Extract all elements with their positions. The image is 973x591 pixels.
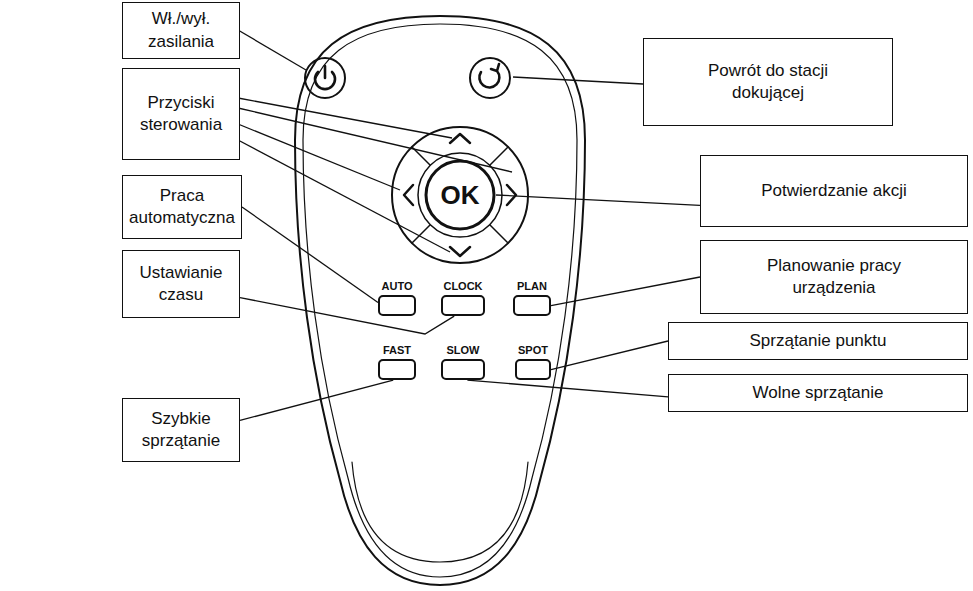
callout-text: Przyciski sterowania	[128, 92, 234, 136]
dpad-separators	[412, 147, 508, 243]
button-shape	[441, 295, 485, 316]
callout-box: Sprzątanie punktu	[668, 322, 968, 360]
power-button	[305, 58, 345, 98]
remote-button: SPOT	[515, 344, 551, 380]
leader-line	[242, 207, 378, 302]
leader-line	[240, 298, 454, 334]
callout-box: Szybkie sprzątanie	[122, 398, 240, 462]
callout-box: Praca automatyczna	[122, 175, 242, 239]
leader-line	[551, 341, 668, 370]
button-text: OK	[441, 180, 480, 211]
leader-line	[513, 77, 643, 84]
button-label: SLOW	[447, 344, 480, 356]
remote-body-inner	[303, 24, 577, 577]
dock-icon	[479, 64, 499, 87]
ok-button: OK	[424, 159, 496, 231]
callout-box: Wł./wył. zasilania	[122, 2, 240, 59]
button-label: AUTO	[382, 280, 413, 292]
callout-text: Praca automatyczna	[128, 185, 236, 229]
button-shape	[513, 295, 551, 316]
remote-button: PLAN	[513, 280, 551, 316]
power-icon	[315, 66, 335, 89]
button-label: SPOT	[518, 344, 548, 356]
leader-line	[551, 277, 700, 306]
callout-box: Wolne sprzątanie	[668, 374, 968, 412]
remote-body	[295, 16, 585, 585]
remote-button: AUTO	[378, 280, 416, 316]
remote-button: SLOW	[441, 344, 485, 380]
callout-text: Potwierdzanie akcji	[761, 180, 907, 202]
button-shape	[515, 359, 551, 380]
callout-text: Powrót do stacji dokującej	[686, 60, 851, 104]
leader-line	[240, 380, 393, 420]
callout-text: Wolne sprzątanie	[752, 382, 883, 404]
callout-box: Planowanie pracy urządzenia	[700, 240, 968, 314]
callout-text: Szybkie sprzątanie	[128, 408, 234, 452]
button-label: CLOCK	[443, 280, 482, 292]
arrow-up	[450, 134, 470, 143]
leader-line	[238, 98, 452, 138]
leader-line	[238, 30, 306, 70]
button-shape	[378, 295, 416, 316]
arrow-left	[404, 185, 413, 205]
button-label: PLAN	[517, 280, 547, 292]
button-shape	[441, 359, 485, 380]
callout-box: Potwierdzanie akcji	[700, 155, 968, 227]
callout-text: Wł./wył. zasilania	[128, 8, 234, 52]
leader-line	[238, 124, 400, 190]
button-shape	[378, 359, 416, 380]
dock-button	[470, 58, 510, 98]
callout-text: Planowanie pracy urządzenia	[749, 255, 919, 299]
callout-box: Przyciski sterowania	[122, 68, 240, 160]
remote-grip-line	[352, 462, 528, 562]
leader-line	[496, 195, 700, 205]
dpad-inner-ring	[418, 153, 502, 237]
remote-button: FAST	[378, 344, 416, 380]
callout-box: Ustawianie czasu	[122, 250, 240, 318]
callout-box: Powrót do stacji dokującej	[643, 38, 893, 126]
leader-line	[238, 140, 450, 252]
button-label: FAST	[383, 344, 411, 356]
callout-text: Sprzątanie punktu	[749, 330, 886, 352]
callout-text: Ustawianie czasu	[128, 262, 234, 306]
circle-outline-shape	[426, 161, 494, 229]
remote-button: CLOCK	[441, 280, 485, 316]
arrow-down	[450, 247, 470, 256]
leader-line	[467, 380, 668, 397]
